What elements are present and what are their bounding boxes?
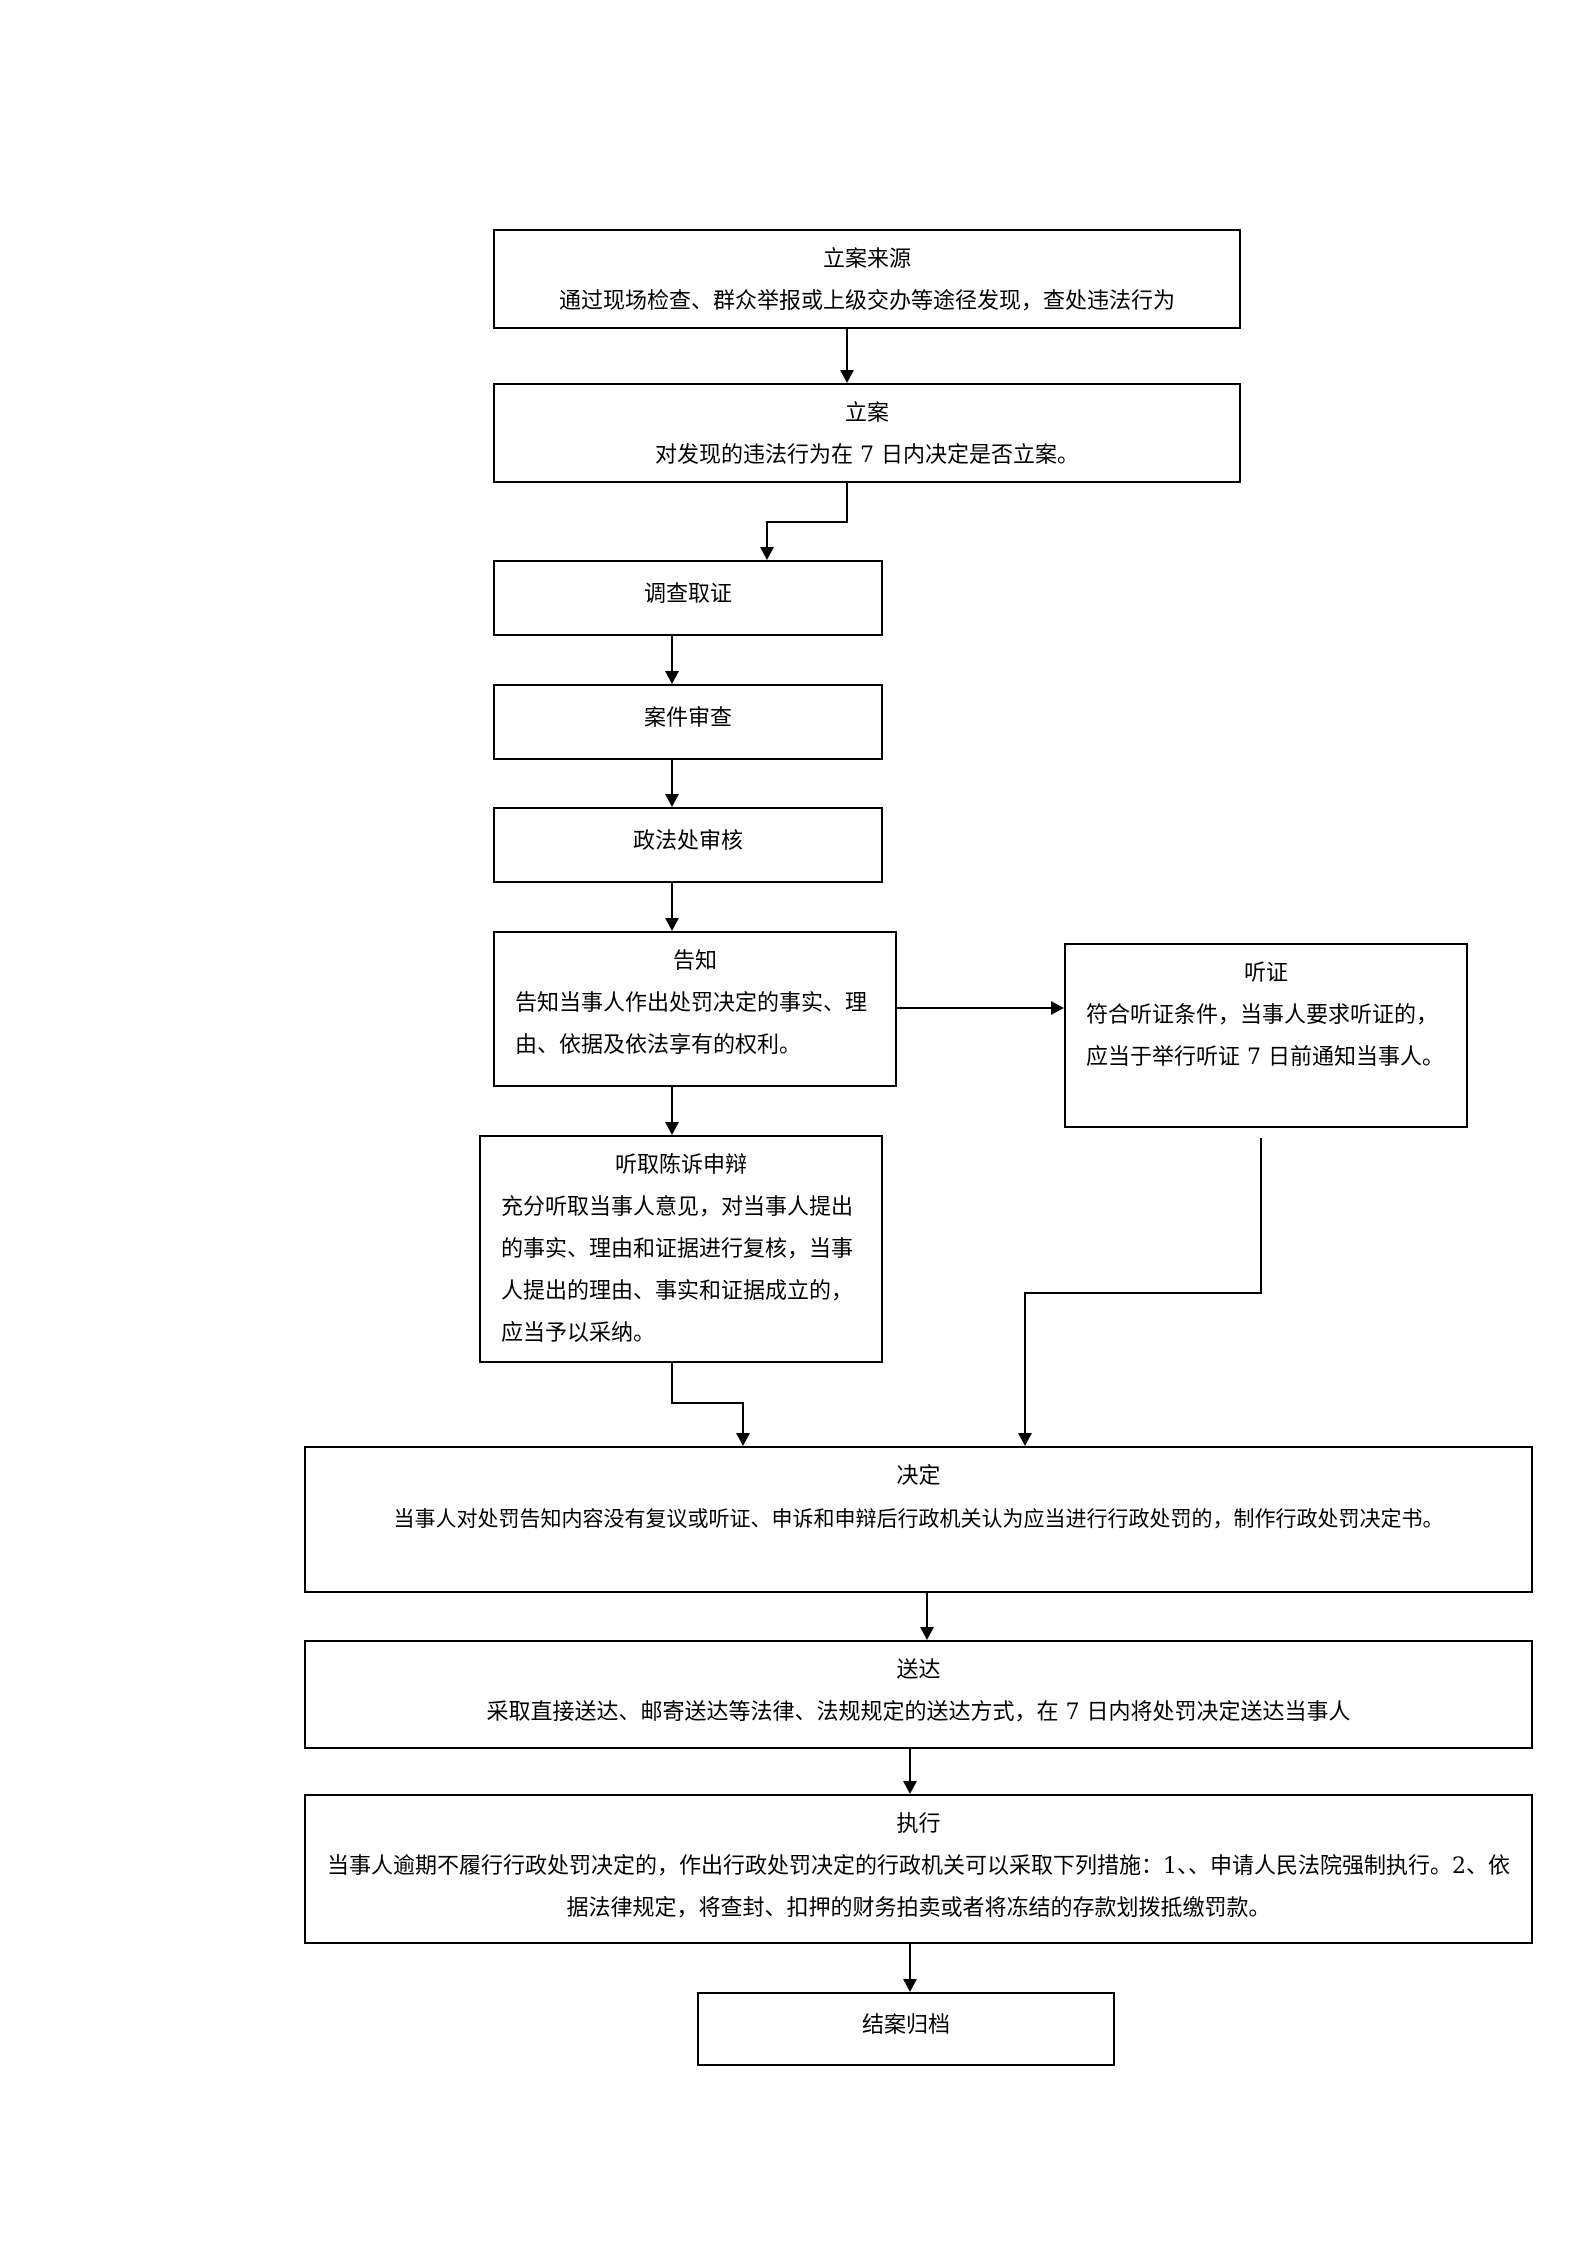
arrowhead-case-review-to-legal-review: [665, 794, 679, 807]
node-archive-title: 结案归档: [861, 2013, 950, 2038]
arrowhead-notice-to-defense: [665, 1122, 679, 1135]
node-delivery-title: 送达: [896, 1658, 941, 1683]
arrowhead-defense-to-decision: [736, 1433, 750, 1446]
node-case-review: 案件审查: [493, 684, 883, 760]
node-case-source: 立案来源 通过现场检查、群众举报或上级交办等途径发现，查处违法行为: [493, 229, 1241, 329]
arrowhead-delivery-to-execution: [903, 1781, 917, 1794]
node-delivery-desc: 采取直接送达、邮寄送达等法律、法规规定的送达方式，在 7 日内将处罚决定送达当事…: [486, 1700, 1351, 1725]
node-decision: 决定 当事人对处罚告知内容没有复议或听证、申诉和申辩后行政机关认为应当进行行政处…: [304, 1446, 1533, 1593]
arrowhead-notice-to-hearing: [1051, 1001, 1064, 1015]
node-hearing-desc: 符合听证条件，当事人要求听证的，应当于举行听证 7 日前通知当事人。: [1086, 1003, 1444, 1070]
node-notice-title: 告知: [672, 949, 717, 974]
node-defense-title: 听取陈诉申辩: [614, 1153, 747, 1178]
node-notice: 告知 告知当事人作出处罚决定的事实、理由、依据及依法享有的权利。: [493, 931, 897, 1087]
node-archive: 结案归档: [697, 1992, 1115, 2066]
arrowhead-legal-review-to-notice: [665, 918, 679, 931]
node-execution-title: 执行: [896, 1812, 941, 1837]
node-defense: 听取陈诉申辩 充分听取当事人意见，对当事人提出的事实、理由和证据进行复核，当事人…: [479, 1135, 883, 1363]
node-execution: 执行 当事人逾期不履行行政处罚决定的，作出行政处罚决定的行政机关可以采取下列措施…: [304, 1794, 1533, 1944]
arrowhead-source-to-filing: [840, 370, 854, 383]
node-legal-review-title: 政法处审核: [632, 829, 743, 854]
node-defense-desc: 充分听取当事人意见，对当事人提出的事实、理由和证据进行复核，当事人提出的理由、事…: [501, 1195, 854, 1346]
node-execution-desc: 当事人逾期不履行行政处罚决定的，作出行政处罚决定的行政机关可以采取下列措施：1、…: [327, 1854, 1510, 1921]
node-decision-title: 决定: [896, 1464, 941, 1489]
arrowhead-execution-to-archive: [903, 1979, 917, 1992]
arrowhead-decision-to-delivery: [920, 1627, 934, 1640]
node-delivery: 送达 采取直接送达、邮寄送达等法律、法规规定的送达方式，在 7 日内将处罚决定送…: [304, 1640, 1533, 1749]
node-legal-review: 政法处审核: [493, 807, 883, 883]
arrow-defense-to-decision: [671, 1361, 744, 1433]
node-case-review-title: 案件审查: [643, 706, 732, 731]
node-hearing: 听证 符合听证条件，当事人要求听证的，应当于举行听证 7 日前通知当事人。: [1064, 943, 1468, 1128]
node-filing-title: 立案: [844, 401, 889, 426]
node-investigation: 调查取证: [493, 560, 883, 636]
arrowhead-hearing-to-decision: [1018, 1433, 1032, 1446]
arrowhead-investigation-to-case-review: [665, 671, 679, 684]
node-filing: 立案 对发现的违法行为在 7 日内决定是否立案。: [493, 383, 1241, 483]
arrow-hearing-to-decision: [1024, 1138, 1262, 1433]
arrowhead-filing-to-investigation: [760, 547, 774, 560]
node-case-source-title: 立案来源: [822, 247, 911, 272]
arrow-filing-to-investigation: [766, 481, 848, 547]
node-investigation-title: 调查取证: [643, 582, 732, 607]
node-notice-desc: 告知当事人作出处罚决定的事实、理由、依据及依法享有的权利。: [515, 991, 868, 1058]
node-filing-desc: 对发现的违法行为在 7 日内决定是否立案。: [655, 443, 1079, 468]
node-case-source-desc: 通过现场检查、群众举报或上级交办等途径发现，查处违法行为: [558, 289, 1175, 314]
node-decision-desc: 当事人对处罚告知内容没有复议或听证、申诉和申辩后行政机关认为应当进行行政处罚的，…: [393, 1507, 1444, 1531]
node-hearing-title: 听证: [1243, 961, 1288, 986]
